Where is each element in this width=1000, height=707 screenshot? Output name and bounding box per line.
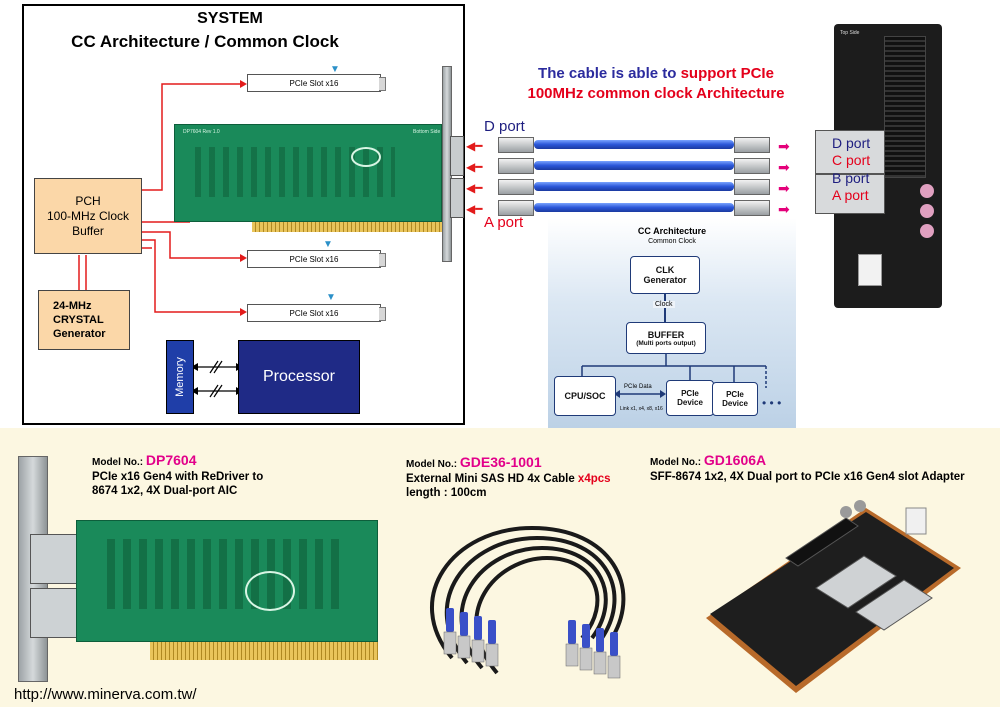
cables-group: ◀━ ➡ ◀━ ➡ ◀━ ➡ ◀━ ➡ xyxy=(466,134,832,218)
product-desc-line1: SFF-8674 1x2, 4X Dual port to PCIe x16 G… xyxy=(650,471,965,483)
right-arrow-icon: ➡ xyxy=(778,159,790,175)
slot-arrow-icon: ▼ xyxy=(330,64,340,75)
right-b-port-label: B port xyxy=(832,170,870,186)
cc-connector-lines xyxy=(581,354,767,398)
right-a-port-label: A port xyxy=(832,187,869,203)
capacitor xyxy=(920,184,934,198)
cable-connector xyxy=(734,200,770,216)
capacitor xyxy=(920,204,934,218)
system-title: SYSTEM xyxy=(197,10,263,27)
cable xyxy=(534,140,734,149)
model-label: Model No.: xyxy=(406,459,460,470)
right-c-port-label: C port xyxy=(832,152,871,168)
product-gde36-1001: Model No.: GDE36-1001 External Mini SAS … xyxy=(406,454,611,500)
pcie-slot-1: PCIe Slot x16 xyxy=(247,74,386,92)
more-devices-dots: • • • xyxy=(762,396,782,410)
cable-connector xyxy=(734,158,770,174)
crystal-generator: 24-MHz CRYSTAL Generator xyxy=(38,290,130,350)
cable-coil-image xyxy=(430,525,626,679)
dp7604-port-upper xyxy=(30,534,80,584)
adapter-port-lower xyxy=(815,174,885,214)
processor-block: Processor xyxy=(238,340,360,414)
adapter-port-upper xyxy=(815,130,885,174)
product-desc-highlight: x4pcs xyxy=(577,473,611,485)
cable-connector xyxy=(498,200,534,216)
cc-title: CC Architecture xyxy=(637,226,707,236)
product-gd1606a: Model No.: GD1606A SFF-8674 1x2, 4X Dual… xyxy=(650,452,965,484)
right-port-labels: D port C port B port A port xyxy=(832,136,870,203)
dp7604-port-lower xyxy=(30,588,80,638)
product-desc-line1: PCIe x16 Gen4 with ReDriver to xyxy=(92,471,264,483)
right-arrow-icon: ➡ xyxy=(778,138,790,154)
pcb-side-label: Bottom Side xyxy=(413,129,441,135)
clk-generator-box: CLK Generator xyxy=(630,256,700,294)
pcie-slot-3: PCIe Slot x16 xyxy=(247,304,386,322)
memory-block: Memory xyxy=(166,340,194,414)
cc-subtitle: Common Clock xyxy=(648,238,696,245)
slot-arrow-icon: ▼ xyxy=(323,239,333,250)
model-number: DP7604 xyxy=(145,452,197,468)
left-arrow-icon: ◀━ xyxy=(466,139,483,153)
dp7604-board-image xyxy=(76,520,378,642)
clock-label: Clock xyxy=(653,301,675,308)
cable xyxy=(534,161,734,170)
model-number: GD1606A xyxy=(703,452,767,468)
pcie-data-label: PCIe Data xyxy=(624,384,652,390)
left-a-port-label: A port xyxy=(484,214,524,231)
pcb-silkscreen: DP7604 Rev 1.0 xyxy=(183,129,220,135)
product-desc-line2: length : 100cm xyxy=(406,487,487,499)
dp7604-card-image: DP7604 Rev 1.0 Bottom Side xyxy=(174,124,442,222)
left-d-port-label: D port xyxy=(484,118,525,135)
system-subtitle: CC Architecture / Common Clock xyxy=(71,32,339,51)
product-desc-line2: 8674 1x2, 4X Dual-port AIC xyxy=(92,485,238,497)
adapter-silkscreen: Top Side xyxy=(840,30,860,36)
buffer-box: BUFFER (Multi ports output) xyxy=(626,322,706,354)
left-arrow-icon: ◀━ xyxy=(466,202,483,216)
dp7604-gold-fingers xyxy=(150,642,378,660)
pcie-slot-connector xyxy=(884,36,926,178)
model-label: Model No.: xyxy=(650,457,704,468)
model-number: GDE36-1001 xyxy=(459,454,542,470)
pch-clock-buffer: PCH 100-MHz Clock Buffer xyxy=(34,178,142,254)
left-arrow-icon: ◀━ xyxy=(466,160,483,174)
link-label: Link x1, x4, x8, x16 xyxy=(620,406,663,412)
cable xyxy=(534,182,734,191)
product-desc-line1: External Mini SAS HD 4x Cable xyxy=(406,473,578,485)
pcie-device-box-1: PCIe Device xyxy=(666,380,714,416)
model-label: Model No.: xyxy=(92,457,146,468)
cable xyxy=(534,203,734,212)
pcie-device-box-2: PCIe Device xyxy=(712,382,758,416)
right-arrow-icon: ➡ xyxy=(778,201,790,217)
cable-connector xyxy=(498,137,534,153)
right-arrow-icon: ➡ xyxy=(778,180,790,196)
sff-port-upper xyxy=(450,136,464,176)
gd1606a-board-photo xyxy=(706,500,961,693)
capacitor xyxy=(920,224,934,238)
cable-connector xyxy=(734,137,770,153)
cc-architecture-panel: CC Architecture Common Clock CLK Generat… xyxy=(548,218,796,428)
pcie-slot-2: PCIe Slot x16 xyxy=(247,250,386,268)
cable-connector xyxy=(734,179,770,195)
footer-url[interactable]: http://www.minerva.com.tw/ xyxy=(14,686,197,703)
sff-port-lower xyxy=(450,178,464,218)
power-connector xyxy=(858,254,882,286)
right-d-port-label: D port xyxy=(832,135,871,151)
cpu-soc-box: CPU/SOC xyxy=(554,376,616,416)
cable-headline: The cable is able to support PCIe 100MHz… xyxy=(527,65,785,102)
pcb-gold-fingers xyxy=(252,222,442,232)
slot-arrow-icon: ▼ xyxy=(326,292,336,303)
cable-connector xyxy=(498,179,534,195)
cable-connector xyxy=(498,158,534,174)
left-arrow-icon: ◀━ xyxy=(466,181,483,195)
product-dp7604: Model No.: DP7604 PCIe x16 Gen4 with ReD… xyxy=(92,452,263,498)
